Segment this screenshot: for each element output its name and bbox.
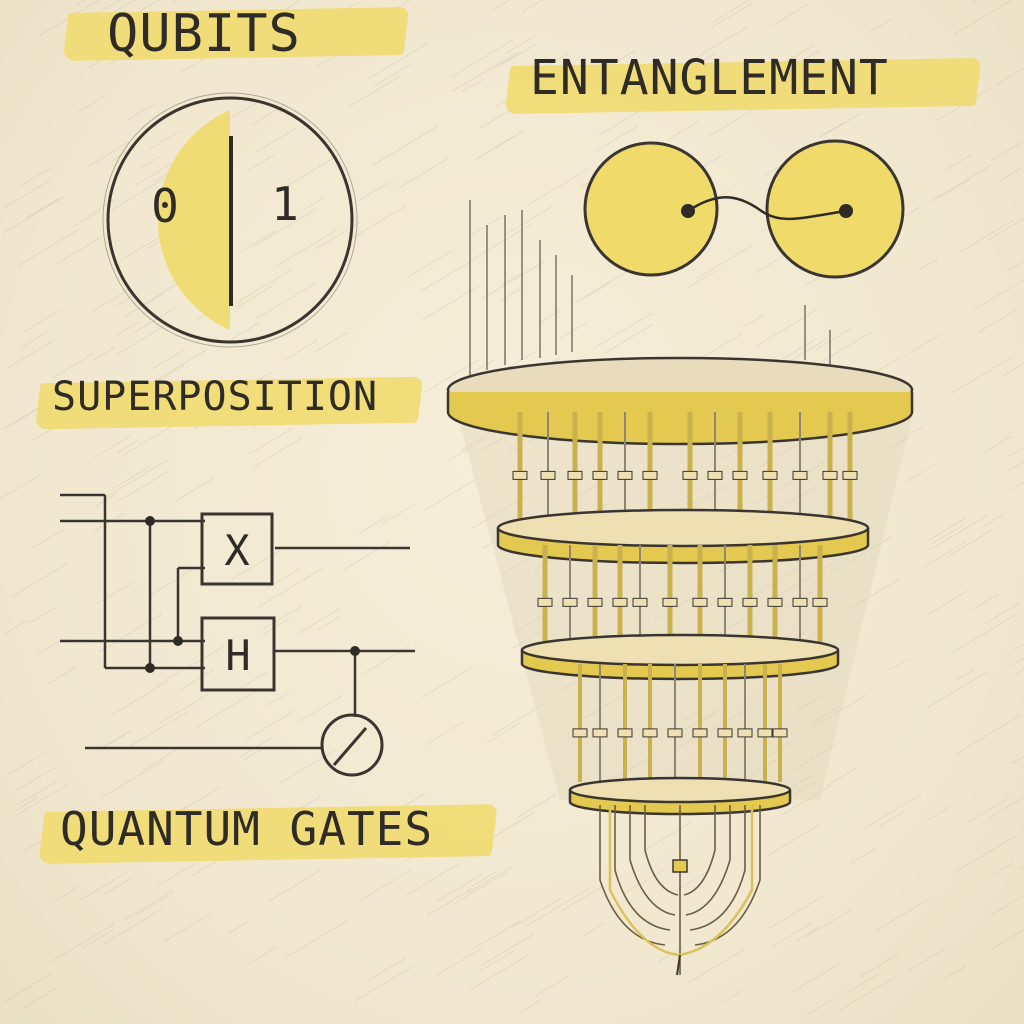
h-gate	[200, 616, 276, 692]
qubit-diagram: 0 1	[102, 92, 358, 348]
entangled-qubit-right	[765, 139, 905, 279]
entanglement-diagram	[583, 139, 905, 279]
entanglement-link	[687, 196, 847, 221]
measurement-icon	[320, 713, 384, 777]
qubit-circle	[106, 96, 354, 344]
label-entanglement: ENTANGLEMENT	[530, 50, 889, 106]
quantum-computer-chandelier	[446, 200, 915, 976]
qubit-one-label: 1	[271, 177, 299, 231]
x-gate-label: X	[224, 526, 249, 575]
label-qubits: QUBITS	[107, 4, 301, 64]
qubit-zero-half	[157, 110, 230, 330]
label-superposition: SUPERPOSITION	[52, 374, 379, 420]
label-quantum-gates: QUANTUM GATES	[60, 802, 434, 856]
h-gate-label: H	[225, 631, 250, 680]
qubit-zero-label: 0	[151, 179, 179, 233]
quantum-circuit	[60, 493, 415, 777]
x-gate	[200, 512, 274, 586]
entangled-qubit-left	[583, 141, 719, 277]
